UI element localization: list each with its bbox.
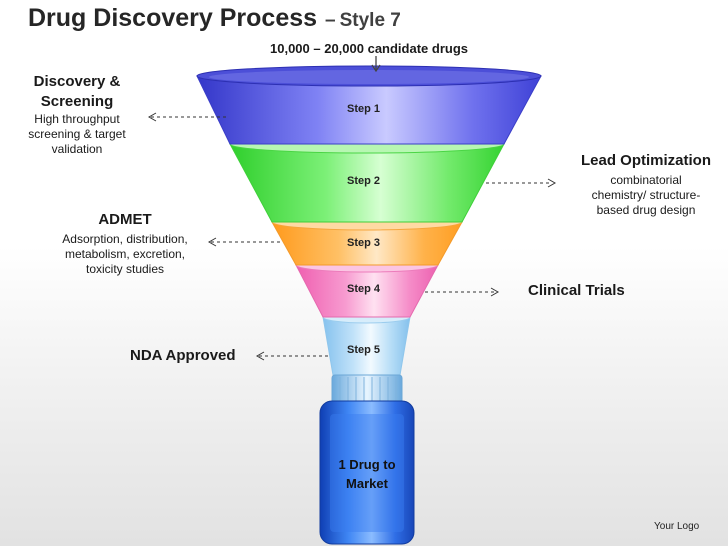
bottle-cap: [331, 374, 403, 404]
title-style: Style 7: [339, 10, 401, 31]
admet-title: ADMET: [98, 211, 152, 228]
arrowhead-clinical: [490, 287, 500, 297]
step-2-label: Step 2: [347, 175, 381, 187]
title-main: Drug Discovery Process: [28, 4, 318, 32]
discovery-annotation: Discovery & Screening High throughput sc…: [22, 72, 132, 157]
bottle-label-panel: [330, 414, 404, 532]
step-3-label: Step 3: [347, 237, 381, 249]
step-4-label: Step 4: [347, 283, 381, 295]
bottle-label-line1: 1 Drug to: [338, 457, 396, 472]
arrowhead-discovery: [147, 112, 157, 122]
arrowhead-admet: [207, 237, 217, 247]
top-arrow: [371, 56, 381, 73]
step-5-label: Step 5: [347, 344, 381, 356]
cap-ridges: [339, 377, 397, 401]
lead-optimization-description: combinatorial chemistry/ structure-based…: [591, 172, 701, 217]
arrowhead-lead: [547, 178, 557, 188]
discovery-description: High throughput screening & target valid…: [28, 112, 126, 156]
drug-bottle: [319, 400, 415, 545]
admet-annotation: ADMET Adsorption, distribution, metaboli…: [50, 211, 200, 277]
arrowhead-nda: [255, 351, 265, 361]
title-separator: –: [325, 10, 336, 31]
bottle-label-line2: Market: [346, 475, 388, 491]
candidate-drugs-label: 10,000 – 20,000 candidate drugs: [270, 41, 468, 56]
discovery-title: Discovery & Screening: [33, 73, 121, 110]
page-title: Drug Discovery Process–Style 7: [28, 4, 401, 33]
bottle-label: 1 Drug to Market: [325, 456, 409, 494]
step-1-label: Step 1: [347, 103, 381, 115]
lead-optimization-annotation: Lead Optimization combinatorial chemistr…: [568, 152, 724, 218]
clinical-trials-label: Clinical Trials: [528, 282, 625, 299]
admet-description: Adsorption, distribution, metabolism, ex…: [62, 231, 188, 276]
funnel-step-1-inner: [209, 70, 529, 84]
lead-optimization-title: Lead Optimization: [580, 152, 711, 169]
logo-placeholder: Your Logo: [654, 521, 700, 532]
nda-approved-label: NDA Approved: [130, 347, 236, 364]
